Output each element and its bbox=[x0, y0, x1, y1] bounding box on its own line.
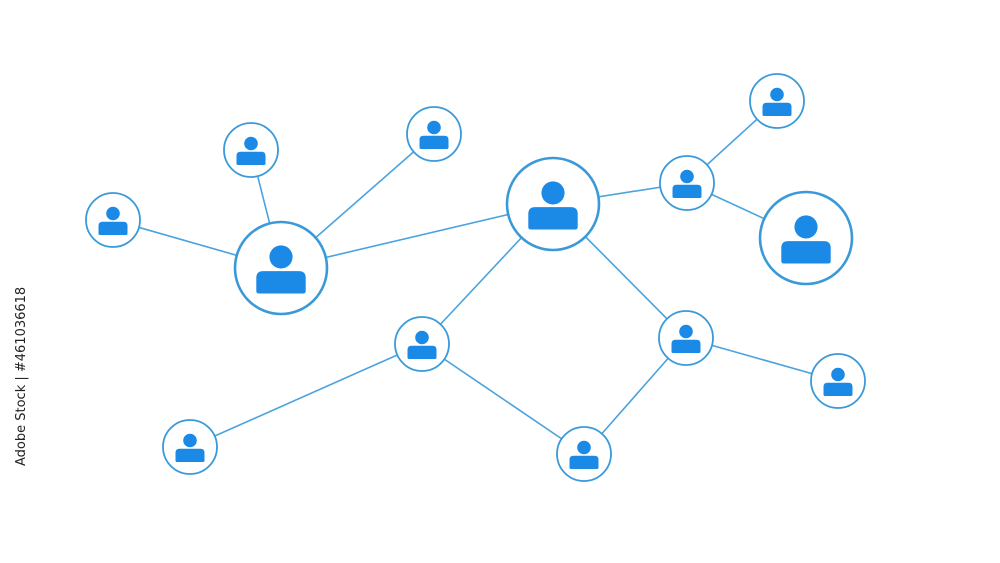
edges-layer bbox=[112, 100, 839, 455]
edge-n10-n12 bbox=[189, 343, 423, 448]
user-icon bbox=[175, 433, 205, 462]
user-icon bbox=[256, 245, 306, 294]
node-n7 bbox=[659, 155, 715, 211]
node-n12 bbox=[162, 419, 218, 475]
user-icon bbox=[236, 136, 266, 165]
node-n13 bbox=[556, 426, 612, 482]
nodes-layer bbox=[85, 73, 866, 482]
node-n1 bbox=[233, 220, 329, 316]
node-n5 bbox=[223, 122, 279, 178]
user-icon bbox=[569, 440, 599, 469]
user-icon bbox=[762, 87, 792, 116]
node-n8 bbox=[749, 73, 805, 129]
user-icon bbox=[781, 215, 831, 264]
node-n4 bbox=[85, 192, 141, 248]
user-icon bbox=[98, 206, 128, 235]
user-icon bbox=[407, 330, 437, 359]
node-n11 bbox=[658, 310, 714, 366]
node-n14 bbox=[810, 353, 866, 409]
user-icon bbox=[528, 181, 578, 230]
node-n10 bbox=[394, 316, 450, 372]
user-icon bbox=[671, 324, 701, 353]
user-icon bbox=[823, 367, 853, 396]
node-n6 bbox=[406, 106, 462, 162]
user-icon bbox=[419, 120, 449, 149]
node-n3 bbox=[758, 190, 854, 286]
node-n2 bbox=[505, 156, 601, 252]
edge-n10-n13 bbox=[421, 343, 585, 455]
user-icon bbox=[672, 169, 702, 198]
stock-id-text: Adobe Stock | #461036618 bbox=[14, 286, 29, 466]
